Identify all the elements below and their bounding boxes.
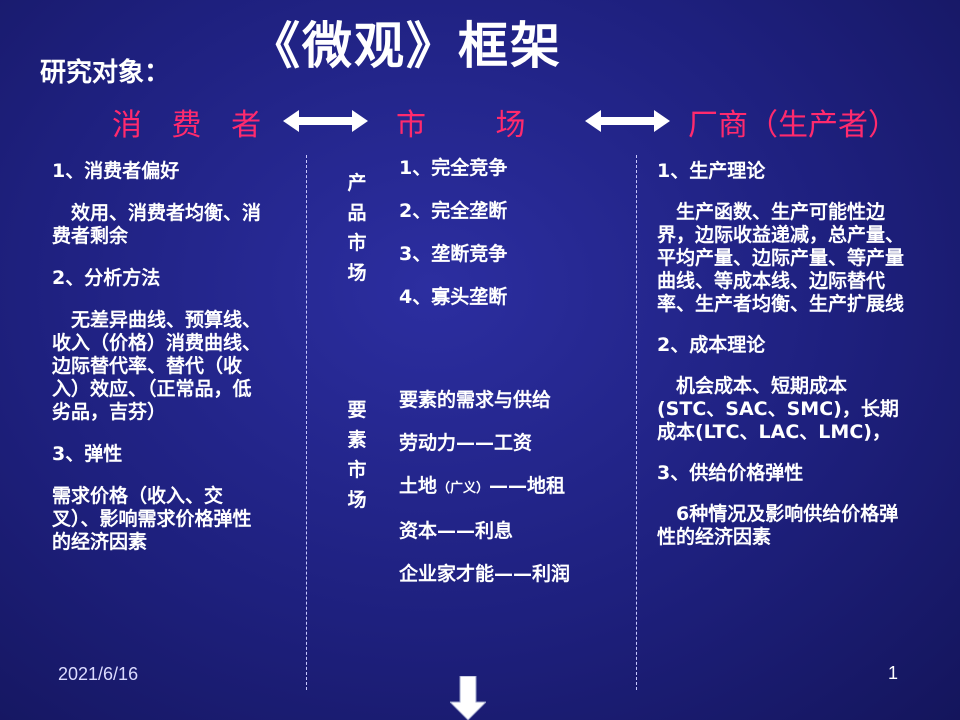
land-note: （广义） bbox=[437, 481, 490, 496]
consumer-item: 需求价格（收入、交叉）、影响需求价格弹性的经济因素 bbox=[52, 485, 252, 553]
firm-column: 1、生产理论 生产函数、生产可能性边界，边际收益递减，总产量、平均产量、边际产量… bbox=[657, 160, 907, 549]
product-market-item: 3、垄断竞争 bbox=[399, 243, 508, 265]
product-market-label: 产品市场 bbox=[347, 172, 367, 284]
product-market-item: 1、完全竞争 bbox=[399, 157, 508, 179]
down-arrow-icon bbox=[450, 676, 486, 720]
consumer-item: 无差异曲线、预算线、收入（价格）消费曲线、边际替代率、替代（收入）效应、（正常品… bbox=[52, 309, 262, 423]
double-arrow-right-icon bbox=[585, 110, 670, 132]
firm-item: 6种情况及影响供给价格弹性的经济因素 bbox=[657, 503, 899, 548]
land-prefix: 土地 bbox=[399, 475, 438, 497]
factor-market-label: 要素市场 bbox=[347, 399, 367, 511]
firm-item: 机会成本、短期成本(STC、SAC、SMC)，长期成本(LTC、LAC、LMC)… bbox=[657, 375, 899, 443]
double-arrow-left-icon bbox=[283, 110, 368, 132]
factor-item-demand-supply: 要素的需求与供给 bbox=[399, 389, 552, 411]
factor-item-capital: 资本——利息 bbox=[399, 520, 514, 542]
firm-item: 生产函数、生产可能性边界，边际收益递减，总产量、平均产量、边际产量、等产量曲线、… bbox=[657, 201, 905, 315]
column-divider-left bbox=[306, 155, 307, 690]
page-number: 1 bbox=[888, 663, 899, 683]
header-market: 市 场 bbox=[396, 108, 526, 143]
land-suffix: ——地租 bbox=[489, 475, 566, 497]
consumer-item: 2、分析方法 bbox=[52, 267, 161, 289]
header-firm: 厂商（生产者） bbox=[688, 108, 898, 143]
consumer-item: 1、消费者偏好 bbox=[52, 160, 180, 182]
factor-item-entrepreneur: 企业家才能——利润 bbox=[399, 563, 571, 585]
factor-item-labor: 劳动力——工资 bbox=[399, 432, 533, 454]
consumer-item: 3、弹性 bbox=[52, 443, 123, 465]
slide-title: 《微观》框架 bbox=[250, 16, 562, 75]
product-market-list: 1、完全竞争 2、完全垄断 3、垄断竞争 4、寡头垄断 bbox=[399, 157, 639, 329]
factor-market-list: 要素的需求与供给 劳动力——工资 土地（广义）——地租 资本——利息 企业家才能… bbox=[399, 389, 639, 606]
firm-item: 2、成本理论 bbox=[657, 334, 766, 356]
column-divider-right bbox=[636, 155, 637, 690]
factor-item-land: 土地（广义）——地租 bbox=[399, 475, 639, 500]
firm-item: 1、生产理论 bbox=[657, 160, 766, 182]
product-market-item: 2、完全垄断 bbox=[399, 200, 508, 222]
consumer-column: 1、消费者偏好 效用、消费者均衡、消费者剩余 2、分析方法 无差异曲线、预算线、… bbox=[52, 160, 262, 554]
header-consumer: 消 费 者 bbox=[112, 108, 272, 143]
consumer-item: 效用、消费者均衡、消费者剩余 bbox=[52, 202, 262, 247]
product-market-item: 4、寡头垄断 bbox=[399, 286, 508, 308]
firm-item: 3、供给价格弹性 bbox=[657, 462, 804, 484]
footer-date: 2021/6/16 bbox=[58, 664, 139, 684]
research-object-label: 研究对象： bbox=[40, 58, 171, 88]
